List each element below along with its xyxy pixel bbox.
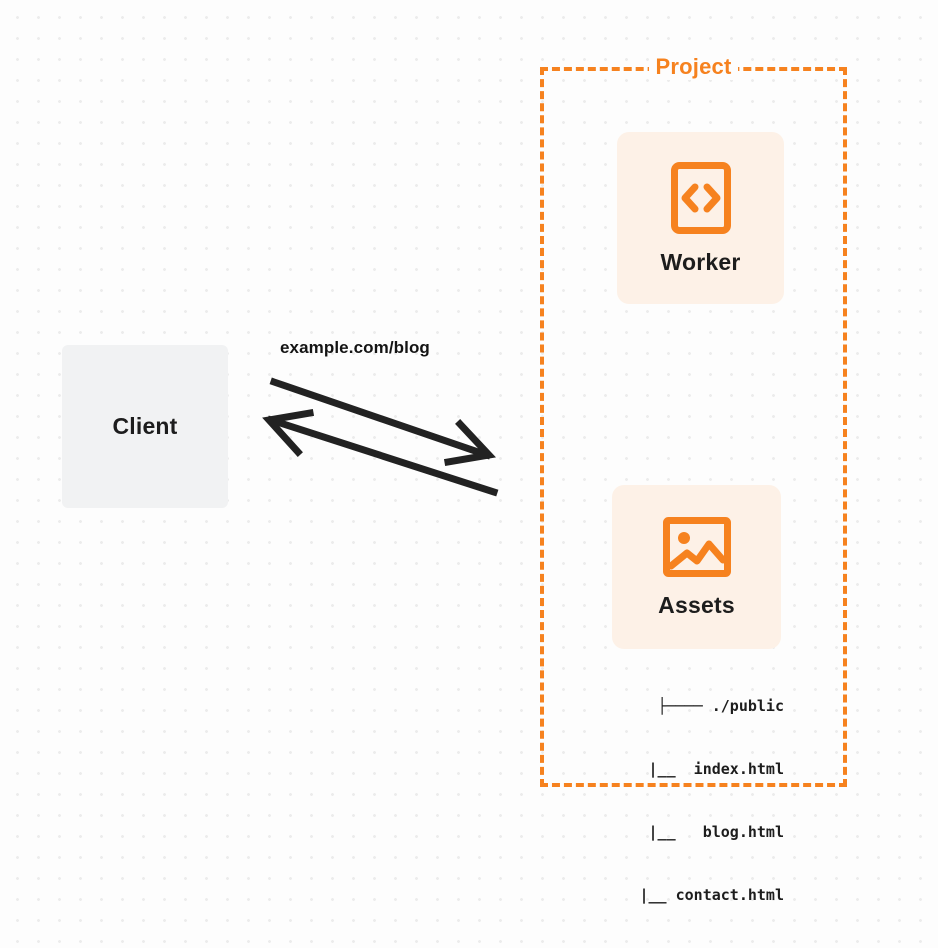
image-icon — [662, 516, 731, 577]
diagram-canvas: Client example.com/blog Project Worker — [62, 54, 847, 904]
node-assets-label: Assets — [658, 591, 735, 618]
file-tree-row: ├──── ./public — [657, 697, 784, 715]
file-tree-row: |__ blog.html — [621, 823, 784, 841]
arrow-response-icon — [262, 408, 499, 497]
group-project: Project Worker Assets ├──── ./public |__… — [540, 54, 847, 904]
node-assets[interactable]: Assets — [612, 485, 781, 649]
node-worker-label: Worker — [660, 248, 741, 275]
node-client-label: Client — [112, 413, 178, 439]
code-brackets-icon — [670, 161, 731, 234]
group-project-title: Project — [648, 54, 739, 80]
node-client[interactable]: Client — [62, 345, 228, 508]
file-tree-row: |__ index.html — [621, 760, 784, 778]
file-tree-row: |__ contact.html — [612, 886, 784, 904]
edge-label-url: example.com/blog — [280, 338, 430, 357]
arrow-request-icon — [269, 377, 496, 467]
assets-file-tree: ├──── ./public |__ index.html |__ blog.h… — [584, 654, 784, 948]
node-worker[interactable]: Worker — [617, 132, 784, 304]
